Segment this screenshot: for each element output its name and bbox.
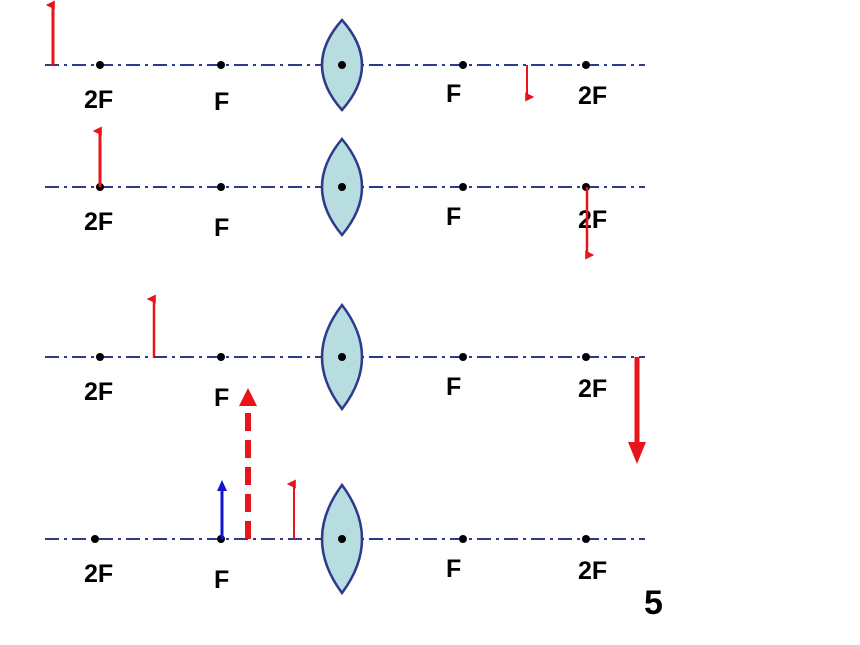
right-f-label: F [446, 203, 461, 231]
lens-center-point [338, 61, 346, 69]
blue-object-arrow [217, 480, 227, 539]
left-2f-label: 2F [84, 378, 113, 406]
lens-center-point [338, 353, 346, 361]
page-number: 5 [644, 584, 663, 622]
left-f-label: F [214, 214, 229, 242]
right-2f-label: 2F [578, 375, 607, 403]
right-2f-label: 2F [578, 206, 607, 234]
row-3: 2F F F 2F [45, 294, 646, 464]
left-2f-label: 2F [84, 86, 113, 114]
right-2f-point [582, 535, 590, 543]
virtual-image-dashed-arrow [239, 388, 257, 539]
lens-center-point [338, 183, 346, 191]
row-1: 2F F F 2F [45, 0, 645, 116]
image-arrow [628, 357, 646, 464]
right-f-point [459, 183, 467, 191]
left-f-point [217, 61, 225, 69]
row-2: 2F F F 2F [45, 126, 645, 260]
right-2f-label: 2F [578, 557, 607, 585]
right-2f-point [582, 61, 590, 69]
left-f-point [217, 183, 225, 191]
right-f-label: F [446, 80, 461, 108]
left-f-label: F [214, 88, 229, 116]
left-f-label: F [214, 384, 229, 412]
left-2f-point [96, 353, 104, 361]
right-f-point [459, 535, 467, 543]
row-4: 2F F F 2F [45, 388, 645, 596]
right-2f-point [582, 353, 590, 361]
lens-center-point [338, 535, 346, 543]
left-f-point [217, 353, 225, 361]
left-2f-point [91, 535, 99, 543]
left-2f-label: 2F [84, 560, 113, 588]
left-2f-point [96, 61, 104, 69]
right-f-point [459, 61, 467, 69]
right-f-label: F [446, 373, 461, 401]
right-f-label: F [446, 555, 461, 583]
right-2f-label: 2F [578, 82, 607, 110]
left-2f-label: 2F [84, 208, 113, 236]
left-f-label: F [214, 566, 229, 594]
right-f-point [459, 353, 467, 361]
